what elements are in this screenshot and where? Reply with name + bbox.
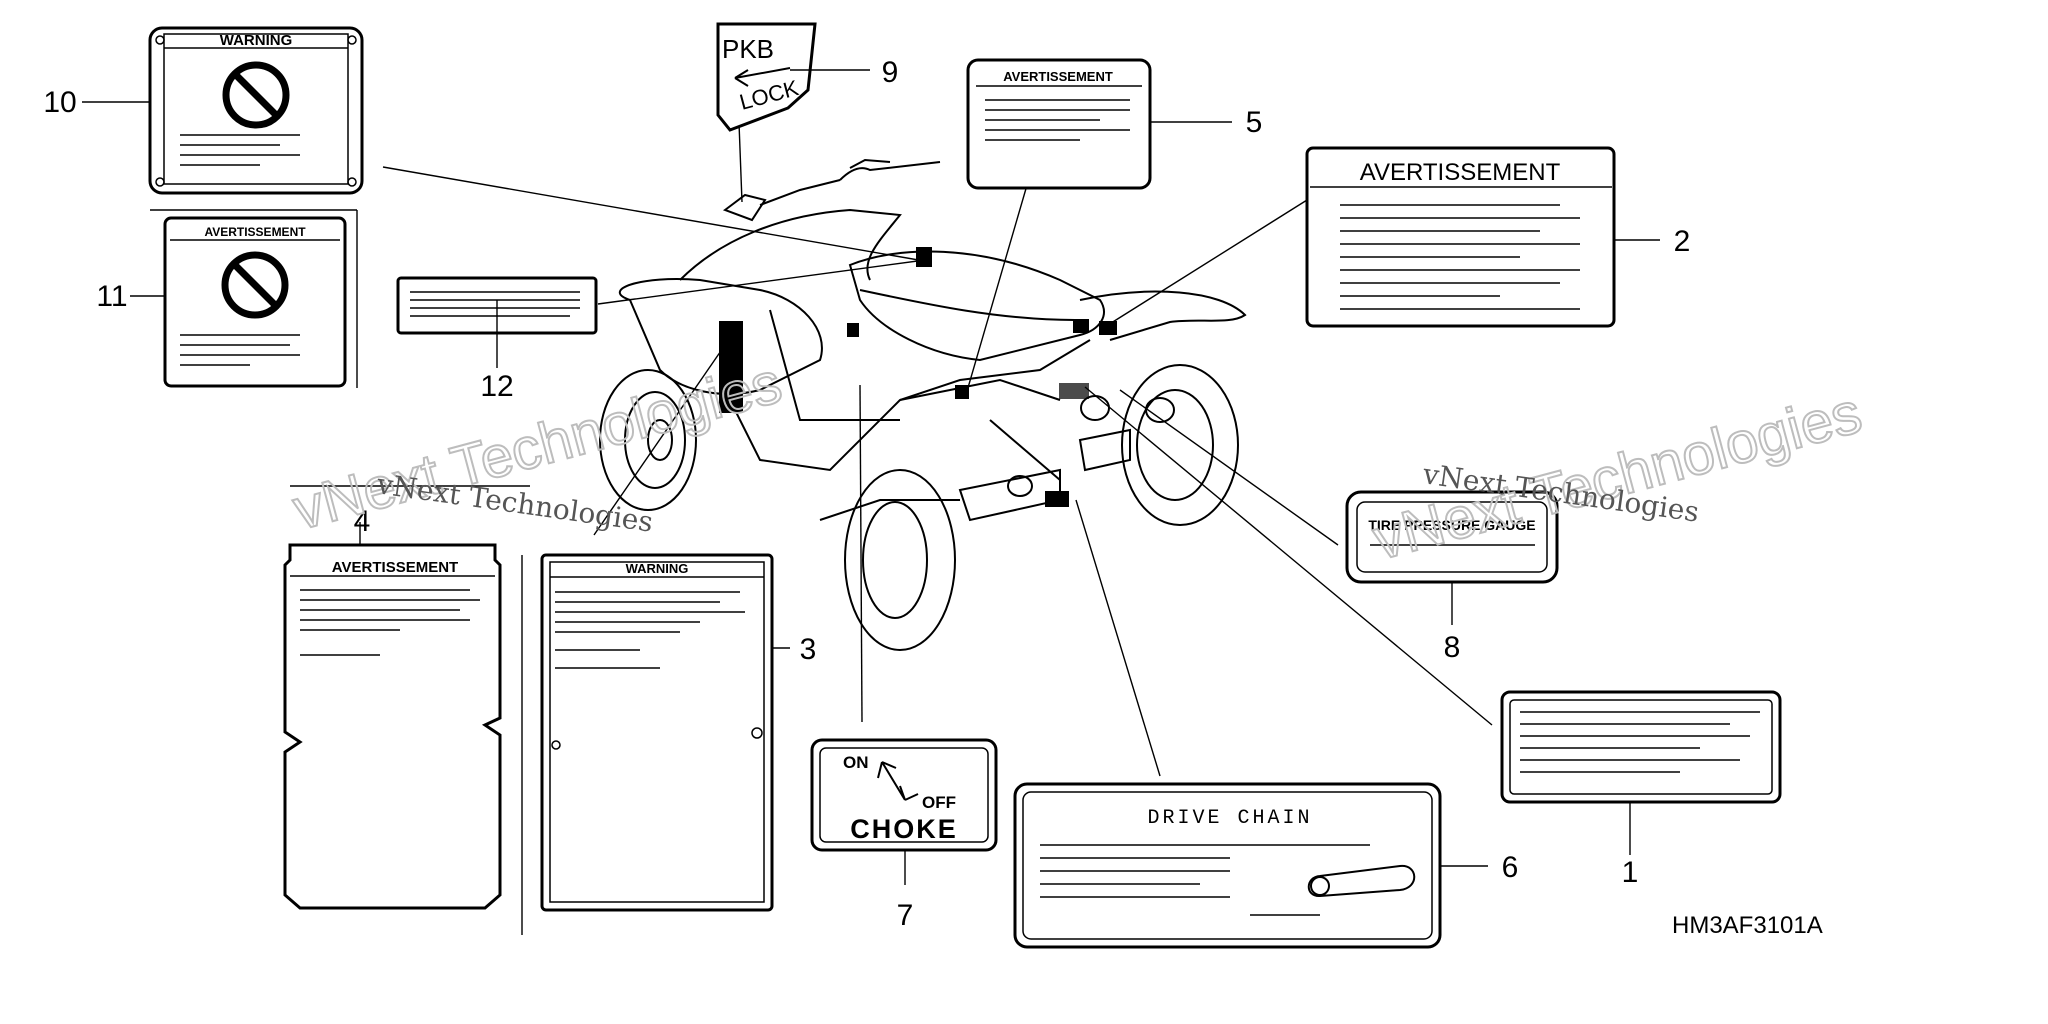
label-11-avertissement: AVERTISSEMENT [163, 216, 347, 388]
callout-11: 11 [96, 280, 127, 313]
tire-gauge-text: TIRE PPESSURE GAUGE [1368, 517, 1535, 533]
label-10-warning: WARNING [148, 26, 364, 195]
callout-3: 3 [800, 633, 817, 666]
callout-8: 8 [1444, 631, 1461, 664]
prohibited-icon [221, 251, 289, 319]
callout-2: 2 [1674, 225, 1691, 258]
label-2-avertissement: AVERTISSEMENT [1305, 146, 1616, 328]
warning-header: WARNING [220, 32, 293, 49]
callout-numbers: 1 2 3 4 5 6 7 8 9 10 11 12 [43, 56, 1690, 932]
drive-chain-text: DRIVE CHAIN [1147, 807, 1312, 830]
on-text: ON [843, 753, 869, 772]
callout-7: 7 [897, 899, 914, 932]
diagram-code: HM3AF3101A [1672, 912, 1823, 939]
callout-5: 5 [1246, 106, 1263, 139]
callout-4: 4 [354, 505, 371, 538]
callout-10: 10 [43, 86, 76, 119]
prohibited-icon [222, 61, 290, 129]
label-3-warning: WARNING [540, 553, 774, 912]
callout-9: 9 [882, 56, 899, 89]
avertissement-header: AVERTISSEMENT [1003, 69, 1113, 84]
avertissement-header: AVERTISSEMENT [332, 559, 458, 576]
label-4-avertissement: AVERTISSEMENT [283, 543, 502, 910]
label-9-pkb-lock: PKB LOCK [716, 22, 817, 132]
callout-12: 12 [480, 370, 513, 403]
warning-header: WARNING [626, 561, 689, 576]
callout-stubs [82, 69, 1660, 885]
label-6-drive-chain: DRIVE CHAIN [1013, 782, 1442, 949]
wrench-icon [1307, 864, 1416, 898]
leader-lines [150, 69, 1493, 935]
callout-1: 1 [1622, 856, 1639, 889]
avertissement-header: AVERTISSEMENT [204, 225, 306, 239]
off-text: OFF [922, 793, 956, 812]
label-1 [1500, 690, 1782, 804]
choke-text: CHOKE [850, 814, 958, 844]
label-7-choke: ON OFF CHOKE [810, 738, 998, 852]
atv-illustration [599, 158, 1247, 651]
label-5-avertissement: AVERTISSEMENT [966, 58, 1152, 190]
callout-6: 6 [1502, 851, 1519, 884]
avertissement-header: AVERTISSEMENT [1360, 159, 1561, 186]
pkb-text: PKB [722, 34, 774, 64]
